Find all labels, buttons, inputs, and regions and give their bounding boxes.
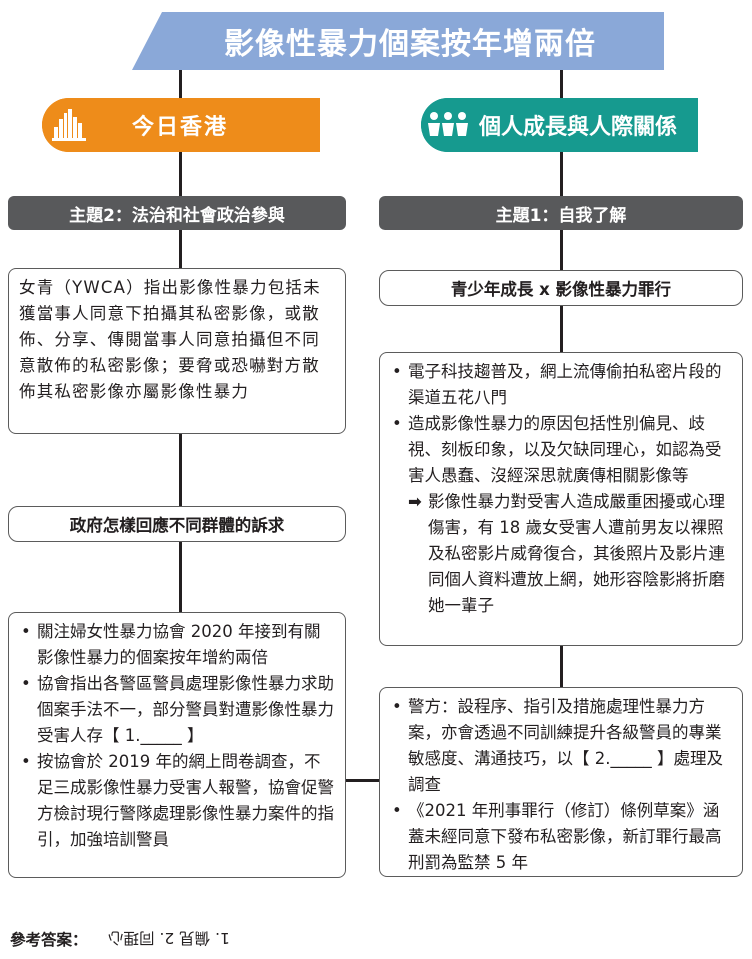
answer-label: 參考答案： (10, 931, 88, 949)
list-item: 造成影像性暴力的原因包括性別偏見、歧視、刻板印象，以及欠缺同理心，如認為受害人愚… (390, 411, 732, 489)
title-connector-left (179, 70, 182, 100)
list-item: 警方：設程序、指引及措施處理性暴力方案，亦會透過不同訓練提升各級警員的專業敏感度… (390, 694, 732, 798)
bottom-cross-connector (346, 779, 380, 782)
page-title: 影像性暴力個案按年增兩倍 (224, 27, 596, 62)
right-response-box: 警方：設程序、指引及措施處理性暴力方案，亦會透過不同訓練提升各級警員的專業敏感度… (379, 687, 743, 877)
list-item: 電子科技趨普及，網上流傳偷拍私密片段的渠道五花八門 (390, 359, 732, 411)
definition-box: 女青（YWCA）指出影像性暴力包括未獲當事人同意下拍攝其私密影像，或散佈、分享、… (8, 268, 346, 434)
list-item: 《2021 年刑事罪行（修訂）條例草案》涵蓋未經同意下發布私密影像，新訂罪行最高… (390, 798, 732, 876)
topic-pill-text: 青少年成長 x 影像性暴力罪行 (450, 280, 672, 299)
column-header-hong-kong: 今日香港 (42, 98, 320, 152)
column-header-personal-development: 個人成長與人際關係 (421, 98, 698, 152)
column-header-label-right: 個人成長與人際關係 (479, 115, 678, 140)
right-causes-box: 電子科技趨普及，網上流傳偷拍私密片段的渠道五花八門 造成影像性暴力的原因包括性別… (379, 352, 743, 646)
list-item: 協會指出各警區警員處理影像性暴力求助個案手法不一，部分警員對遭影像性暴力受害人存… (19, 671, 335, 749)
list-item: 關注婦女性暴力協會 2020 年接到有關影像性暴力的個案按年增約兩倍 (19, 619, 335, 671)
question-pill-text: 政府怎樣回應不同群體的訴求 (69, 516, 285, 535)
arrow-note: ➡ 影像性暴力對受害人造成嚴重困擾或心理傷害，有 18 歲女受害人遭前男友以裸照… (390, 489, 732, 619)
topic-pill: 青少年成長 x 影像性暴力罪行 (379, 270, 743, 306)
right-causes-list: 電子科技趨普及，網上流傳偷拍私密片段的渠道五花八門 造成影像性暴力的原因包括性別… (390, 359, 732, 489)
right-response-list: 警方：設程序、指引及措施處理性暴力方案，亦會透過不同訓練提升各級警員的專業敏感度… (390, 694, 732, 876)
column-header-label-left: 今日香港 (132, 115, 229, 140)
question-pill: 政府怎樣回應不同群體的訴求 (8, 506, 346, 542)
title-banner: 影像性暴力個案按年增兩倍 (132, 12, 664, 70)
title-connector-right (560, 70, 563, 100)
left-facts-list: 關注婦女性暴力協會 2020 年接到有關影像性暴力的個案按年增約兩倍 協會指出各… (19, 619, 335, 853)
people-icon (421, 98, 475, 152)
theme-bar-left: 主題2：法治和社會政治參與 (8, 196, 346, 230)
answer-text-upside-down: 1. 偏見 2. 同理心 (108, 929, 230, 947)
city-skyline-icon (42, 98, 96, 152)
arrow-right-icon: ➡ (408, 492, 422, 511)
list-item: 按協會於 2019 年的網上問卷調查，不足三成影像性暴力受害人報警，協會促警方檢… (19, 749, 335, 853)
definition-text: 女青（YWCA）指出影像性暴力包括未獲當事人同意下拍攝其私密影像，或散佈、分享、… (19, 278, 321, 401)
theme-bar-right: 主題1：自我了解 (379, 196, 743, 230)
left-facts-box: 關注婦女性暴力協會 2020 年接到有關影像性暴力的個案按年增約兩倍 協會指出各… (8, 612, 346, 878)
arrow-note-text: 影像性暴力對受害人造成嚴重困擾或心理傷害，有 18 歲女受害人遭前男友以裸照及私… (428, 492, 725, 615)
